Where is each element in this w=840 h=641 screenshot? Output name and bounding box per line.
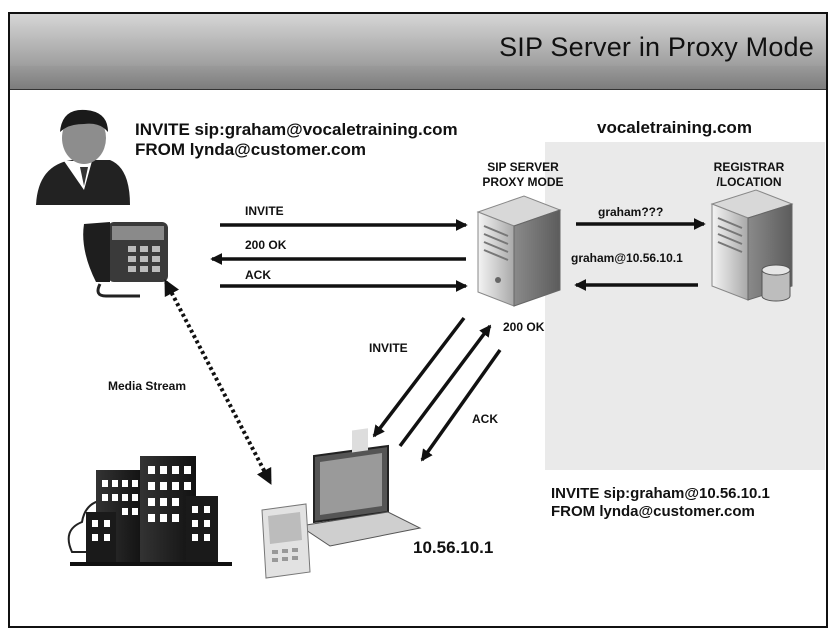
domain-label: vocaletraining.com <box>597 118 752 137</box>
invite-top-line-1: INVITE sip:graham@vocaletraining.com <box>135 120 458 139</box>
sub-bar <box>10 66 826 90</box>
sip-server-icon <box>476 195 562 307</box>
ok-arrow-2 <box>398 324 492 448</box>
ack-label-1: ACK <box>245 268 271 282</box>
media-stream-arrow <box>164 279 272 485</box>
arrows <box>210 218 706 462</box>
domain-shaded-region <box>545 142 825 470</box>
sip-server-label-2: PROXY MODE <box>482 175 564 189</box>
sip-server-label-1: SIP SERVER <box>487 160 559 174</box>
invite-label-1: INVITE <box>245 204 284 218</box>
invite-label-2: INVITE <box>369 341 408 355</box>
invite-top-line-2: FROM lynda@customer.com <box>135 140 367 159</box>
desk-phone-icon <box>83 222 168 298</box>
ok-label-1: 200 OK <box>245 238 287 252</box>
registrar-label-2: /LOCATION <box>716 175 782 189</box>
handheld-device-icon <box>261 503 311 579</box>
database-icon <box>761 264 791 302</box>
ip-address-label: 10.56.10.1 <box>413 538 494 557</box>
office-building-icon <box>67 456 232 566</box>
graham-reply-label: graham@10.56.10.1 <box>571 251 683 265</box>
invite-bottom-line-2: FROM lynda@customer.com <box>551 503 755 520</box>
ok-label-2: 200 OK <box>503 320 545 334</box>
invite-bottom-line-1: INVITE sip:graham@10.56.10.1 <box>551 485 770 502</box>
user-icon <box>36 109 130 205</box>
title-bar: SIP Server in Proxy Mode <box>10 14 826 67</box>
registrar-label-1: REGISTRAR <box>713 160 785 174</box>
invite-arrow-2 <box>372 316 466 438</box>
slide-title: SIP Server in Proxy Mode <box>499 32 814 62</box>
media-stream-label: Media Stream <box>108 379 187 393</box>
laptop-icon <box>298 428 422 547</box>
graham-query-label: graham??? <box>598 205 664 219</box>
ack-label-2: ACK <box>472 412 498 426</box>
ack-arrow-2 <box>420 348 502 462</box>
